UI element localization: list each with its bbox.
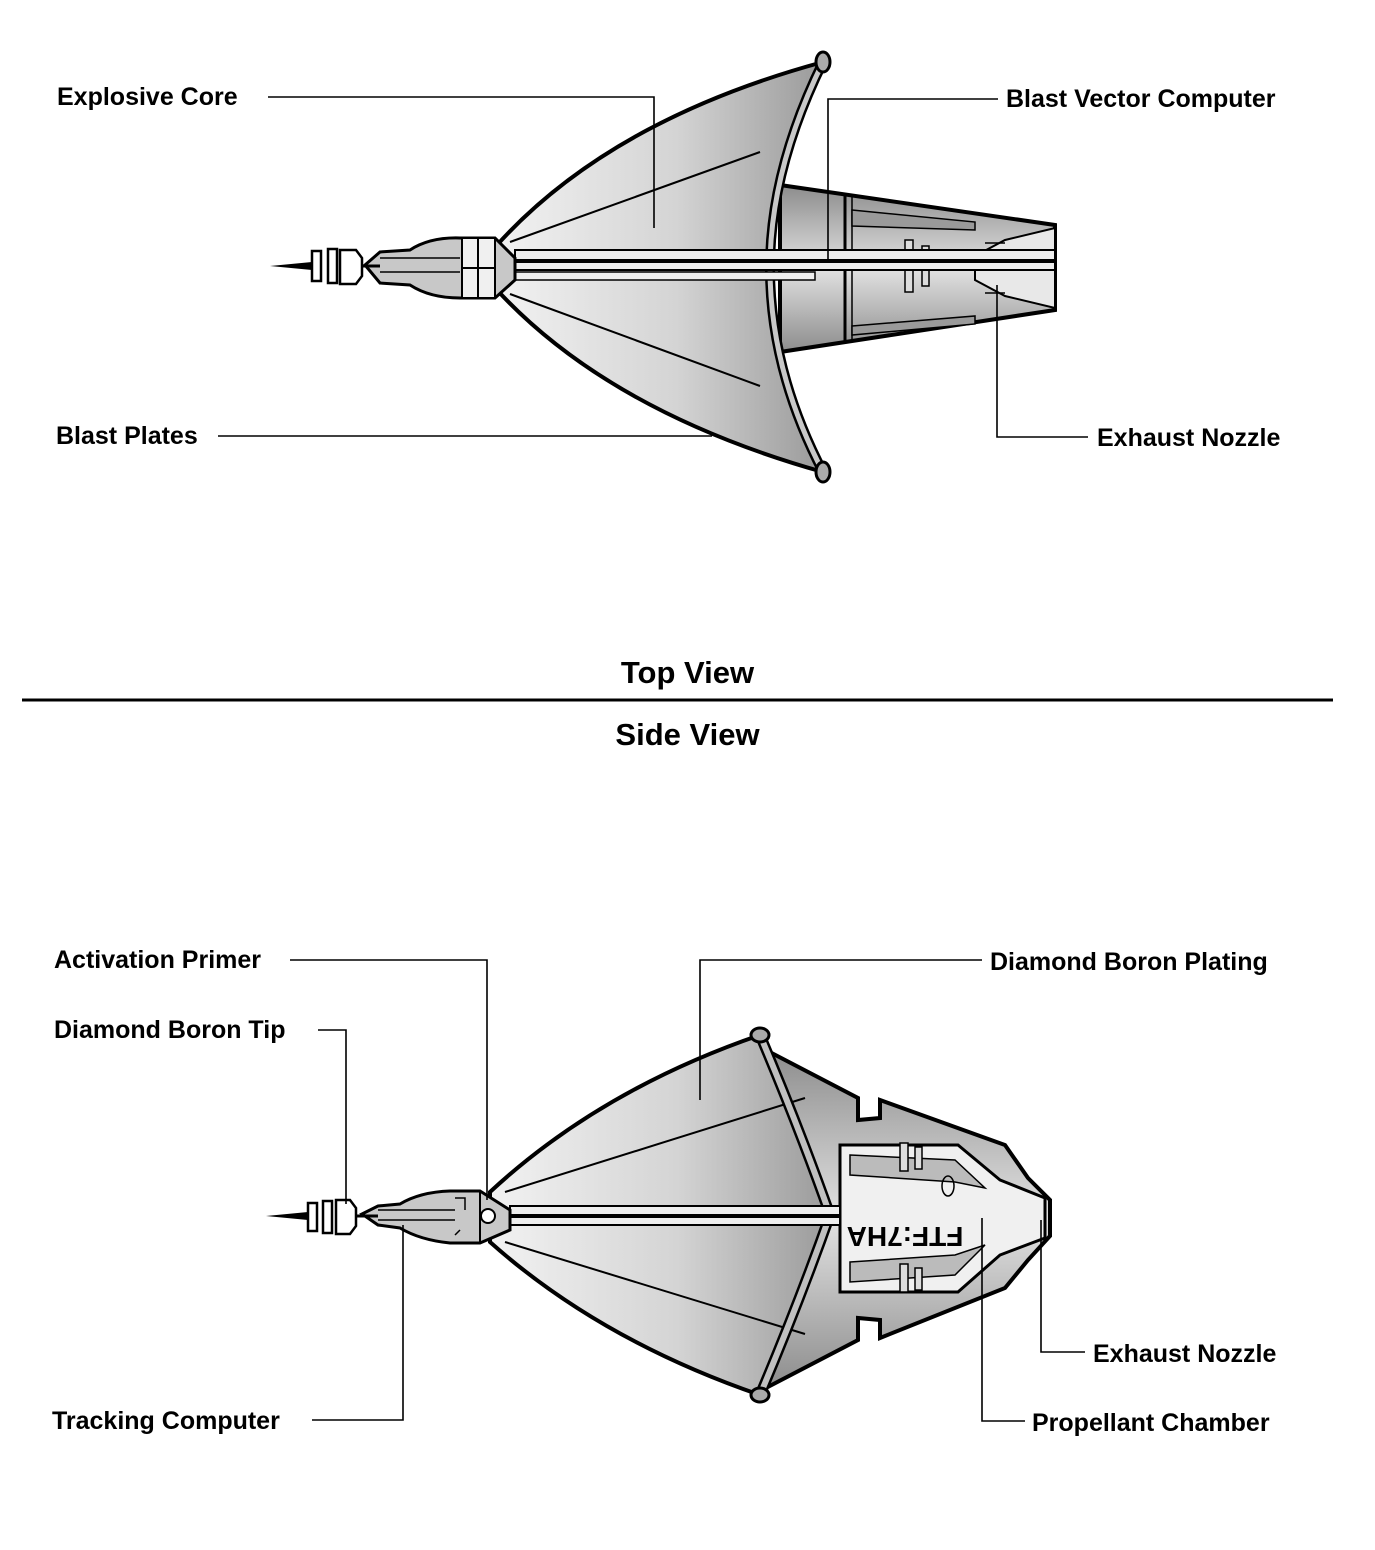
top-nose xyxy=(270,236,517,300)
side-view-title: Side View xyxy=(615,717,760,752)
leader-diamond-boron-tip xyxy=(318,1029,347,1204)
label-exhaust-nozzle-top: Exhaust Nozzle xyxy=(1097,424,1281,452)
top-leader-lines xyxy=(218,96,1088,438)
side-nose xyxy=(266,1189,512,1245)
leader-exhaust-nozzle xyxy=(996,285,1088,438)
top-view-torpedo xyxy=(270,50,1057,484)
label-activation-primer: Activation Primer xyxy=(54,946,262,974)
top-view-title: Top View xyxy=(620,655,755,690)
leader-activation-primer xyxy=(290,959,488,1200)
leader-explosive-core xyxy=(268,96,655,228)
side-view-torpedo: FTF:7HA xyxy=(266,1026,1052,1404)
leader-propellant-chamber xyxy=(981,1218,1025,1422)
label-blast-vector-computer: Blast Vector Computer xyxy=(1006,85,1276,113)
side-rear-body: FTF:7HA xyxy=(760,1044,1052,1394)
side-leader-lines xyxy=(290,959,1085,1422)
leader-blast-vector-computer xyxy=(827,98,998,262)
side-hull-marking: FTF:7HA xyxy=(847,1221,964,1252)
side-central-shaft xyxy=(509,1205,841,1226)
leader-exhaust-nozzle-side xyxy=(1040,1220,1085,1353)
leader-tracking-computer xyxy=(312,1225,404,1421)
leader-diamond-boron-plating xyxy=(699,959,982,1100)
label-blast-plates: Blast Plates xyxy=(56,422,198,450)
label-diamond-boron-tip: Diamond Boron Tip xyxy=(54,1016,286,1044)
label-diamond-boron-plating: Diamond Boron Plating xyxy=(990,948,1268,976)
label-exhaust-nozzle-side: Exhaust Nozzle xyxy=(1093,1340,1277,1368)
label-tracking-computer: Tracking Computer xyxy=(52,1407,280,1435)
label-explosive-core: Explosive Core xyxy=(57,83,238,111)
label-propellant-chamber: Propellant Chamber xyxy=(1032,1409,1270,1437)
